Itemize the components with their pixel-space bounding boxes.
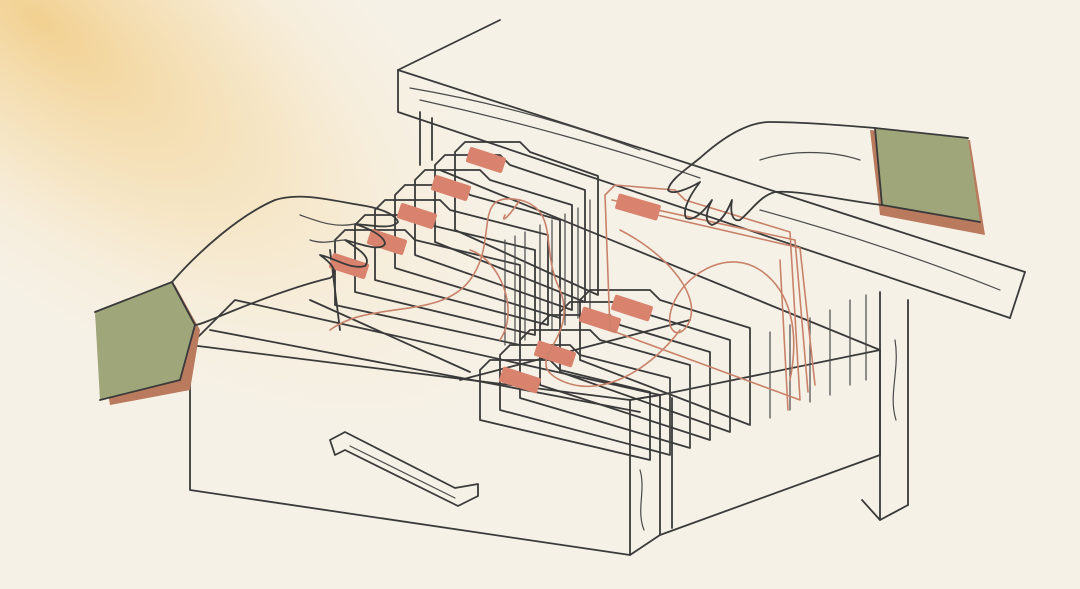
right-sleeve — [875, 128, 980, 222]
connecting-threads — [329, 197, 795, 388]
right-folder-row — [479, 289, 867, 461]
cabinet-top — [397, 19, 1026, 521]
left-sleeve — [95, 282, 195, 400]
left-hand[interactable] — [94, 195, 399, 405]
lifted-folder-label — [615, 193, 661, 221]
drawer-handle[interactable] — [329, 431, 479, 507]
right-hand[interactable] — [667, 121, 985, 235]
lifted-folder[interactable] — [604, 184, 816, 411]
drawer[interactable] — [189, 169, 881, 556]
